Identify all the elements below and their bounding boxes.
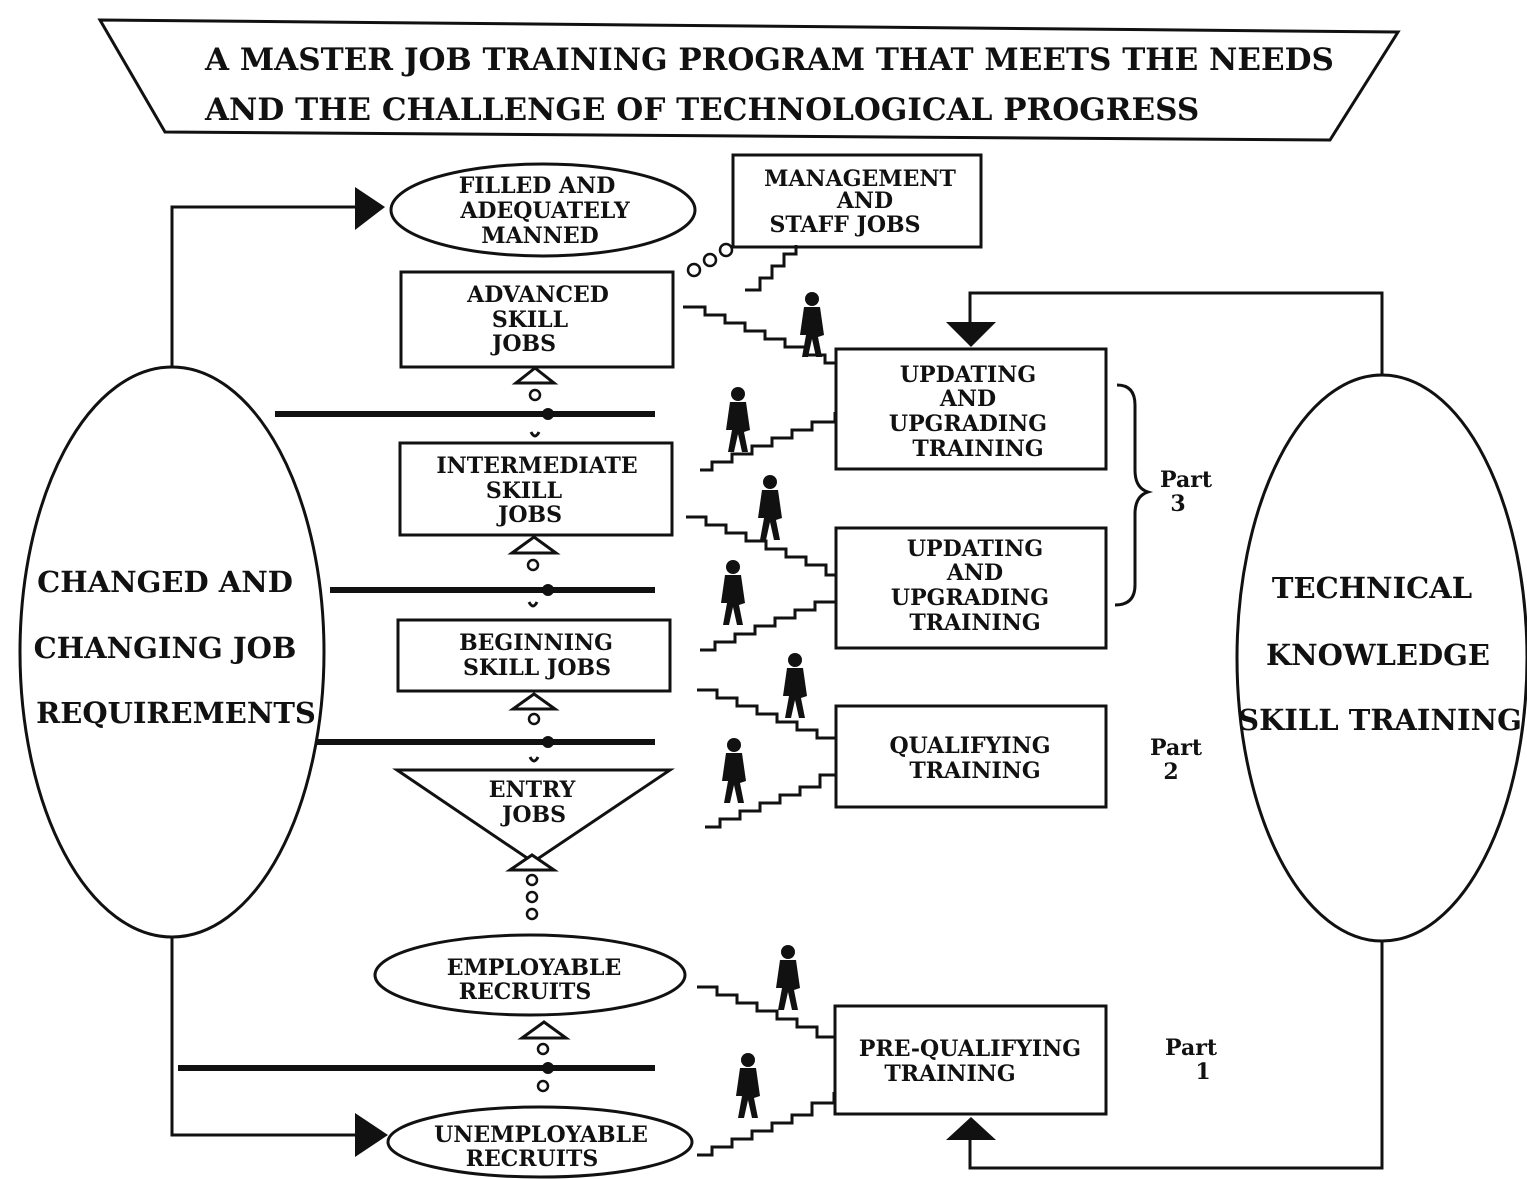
technical-knowledge-oval: TECHNICAL KNOWLEDGE SKILL TRAINING [1235, 373, 1527, 943]
part2-label: Part [1150, 735, 1203, 761]
entry-jobs-triangle: ENTRY JOBS [392, 768, 675, 864]
intermediate-line-3: JOBS [496, 502, 562, 528]
part1-label: Part [1165, 1035, 1218, 1061]
advanced-line-1: ADVANCED [466, 282, 609, 308]
title-line-1: A MASTER JOB TRAINING PROGRAM THAT MEETS… [204, 42, 1334, 78]
updating1-line-1: UPDATING [900, 362, 1036, 388]
intermediate-skill-jobs-box: INTERMEDIATE SKILL JOBS [398, 441, 674, 537]
updating1-line-3: UPGRADING [889, 411, 1047, 437]
title-line-2: AND THE CHALLENGE OF TECHNOLOGICAL PROGR… [204, 92, 1199, 128]
title-banner: A MASTER JOB TRAINING PROGRAM THAT MEETS… [97, 18, 1401, 142]
qualifying-line-1: QUALIFYING [889, 733, 1050, 759]
right-oval-line-1: TECHNICAL [1272, 571, 1472, 605]
part3-number: 3 [1170, 491, 1185, 517]
intermediate-up-arrow [507, 535, 561, 608]
beginning-line-2: SKILL JOBS [463, 655, 611, 681]
left-oval-line-1: CHANGED AND [37, 565, 293, 599]
entry-up-arrow [505, 853, 559, 921]
management-line-1: MANAGEMENT [764, 166, 956, 192]
qualifying-line-2: TRAINING [909, 758, 1040, 784]
employable-up-arrow [517, 1020, 571, 1093]
right-oval-line-2: KNOWLEDGE [1266, 638, 1490, 672]
level-lines [178, 408, 655, 1074]
management-line-2: AND [836, 188, 893, 214]
changing-job-requirements-oval: CHANGED AND CHANGING JOB REQUIREMENTS [18, 365, 326, 939]
pre-qualifying-line-1: PRE-QUALIFYING [859, 1036, 1081, 1062]
pre-qualifying-training-box: PRE-QUALIFYING TRAINING [833, 1004, 1108, 1116]
advanced-up-arrow [511, 366, 559, 438]
filled-line-1: FILLED AND [459, 173, 616, 199]
part3-brace [1114, 383, 1154, 607]
pre-qualifying-line-2: TRAINING [884, 1061, 1015, 1087]
employable-line-2: RECRUITS [459, 979, 592, 1005]
part2-number: 2 [1163, 759, 1178, 785]
updating2-line-3: UPGRADING [891, 585, 1049, 611]
employable-recruits-oval: EMPLOYABLE RECRUITS [373, 933, 687, 1017]
updating2-line-1: UPDATING [907, 536, 1043, 562]
beginning-skill-jobs-box: BEGINNING SKILL JOBS [396, 618, 672, 693]
updating2-line-2: AND [946, 560, 1003, 586]
beginning-line-1: BEGINNING [459, 630, 613, 656]
entry-line-2: JOBS [500, 802, 566, 828]
employable-line-1: EMPLOYABLE [447, 955, 622, 981]
filled-line-2: ADEQUATELY [459, 198, 630, 224]
unemployable-line-1: UNEMPLOYABLE [434, 1122, 648, 1148]
management-staff-jobs-box: MANAGEMENT AND STAFF JOBS [686, 153, 983, 278]
staircases [683, 245, 840, 1157]
updating1-line-2: AND [939, 386, 996, 412]
updating2-line-4: TRAINING [909, 610, 1040, 636]
beginning-up-arrow [508, 692, 560, 763]
entry-line-1: ENTRY [489, 777, 576, 803]
updating1-line-4: TRAINING [912, 436, 1043, 462]
left-oval-line-2: CHANGING JOB [34, 631, 297, 665]
intermediate-line-2: SKILL [486, 478, 562, 504]
unemployable-line-2: RECRUITS [466, 1146, 599, 1172]
advanced-skill-jobs-box: ADVANCED SKILL JOBS [399, 270, 675, 369]
advanced-line-3: JOBS [490, 331, 556, 357]
left-connectors [170, 187, 388, 1157]
advanced-line-2: SKILL [492, 307, 568, 333]
filled-manned-oval: FILLED AND ADEQUATELY MANNED [389, 162, 697, 258]
right-oval-line-3: SKILL TRAINING [1238, 703, 1522, 737]
updating-training-box-2: UPDATING AND UPGRADING TRAINING [834, 526, 1108, 650]
part1-number: 1 [1195, 1059, 1210, 1085]
filled-line-3: MANNED [481, 223, 599, 249]
qualifying-training-box: QUALIFYING TRAINING [834, 704, 1108, 809]
intermediate-line-1: INTERMEDIATE [436, 453, 637, 479]
left-oval-line-3: REQUIREMENTS [36, 696, 316, 730]
management-line-3: STAFF JOBS [769, 212, 920, 238]
updating-training-box-1: UPDATING AND UPGRADING TRAINING [834, 347, 1108, 471]
right-connectors [946, 291, 1384, 1170]
part3-label: Part [1160, 467, 1213, 493]
unemployable-recruits-oval: UNEMPLOYABLE RECRUITS [386, 1105, 694, 1179]
part-labels: Part 3 Part 2 Part 1 [1150, 467, 1218, 1085]
